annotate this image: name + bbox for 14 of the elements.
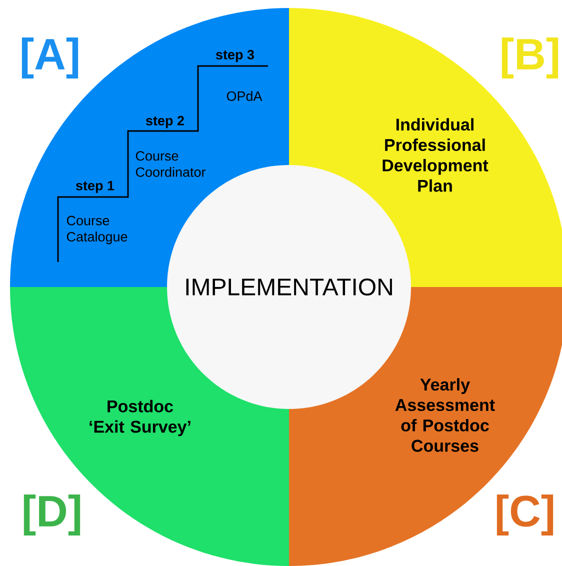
quadrant-title: Postdoc ‘Exit Survey’ xyxy=(90,400,190,436)
step-description: Course Catalogue xyxy=(66,216,128,244)
quadrant-title: Yearly Assessment of Postdoc Courses xyxy=(395,378,495,452)
center-title: IMPLEMENTATION xyxy=(186,278,392,296)
quadrant-letter: [B] xyxy=(502,37,558,78)
quadrant-letter: [C] xyxy=(496,494,554,536)
step-label: step 3 xyxy=(216,50,254,62)
step-description: Course Coordinator xyxy=(136,151,206,177)
quadrant-letter: [D] xyxy=(24,494,80,536)
step-label: step 1 xyxy=(76,180,114,194)
step-label: step 2 xyxy=(146,116,184,128)
quadrant-letter: [A] xyxy=(22,37,78,78)
step-description: OPdA xyxy=(226,91,262,101)
quadrant-title: Individual Professional Development Plan xyxy=(382,118,488,192)
